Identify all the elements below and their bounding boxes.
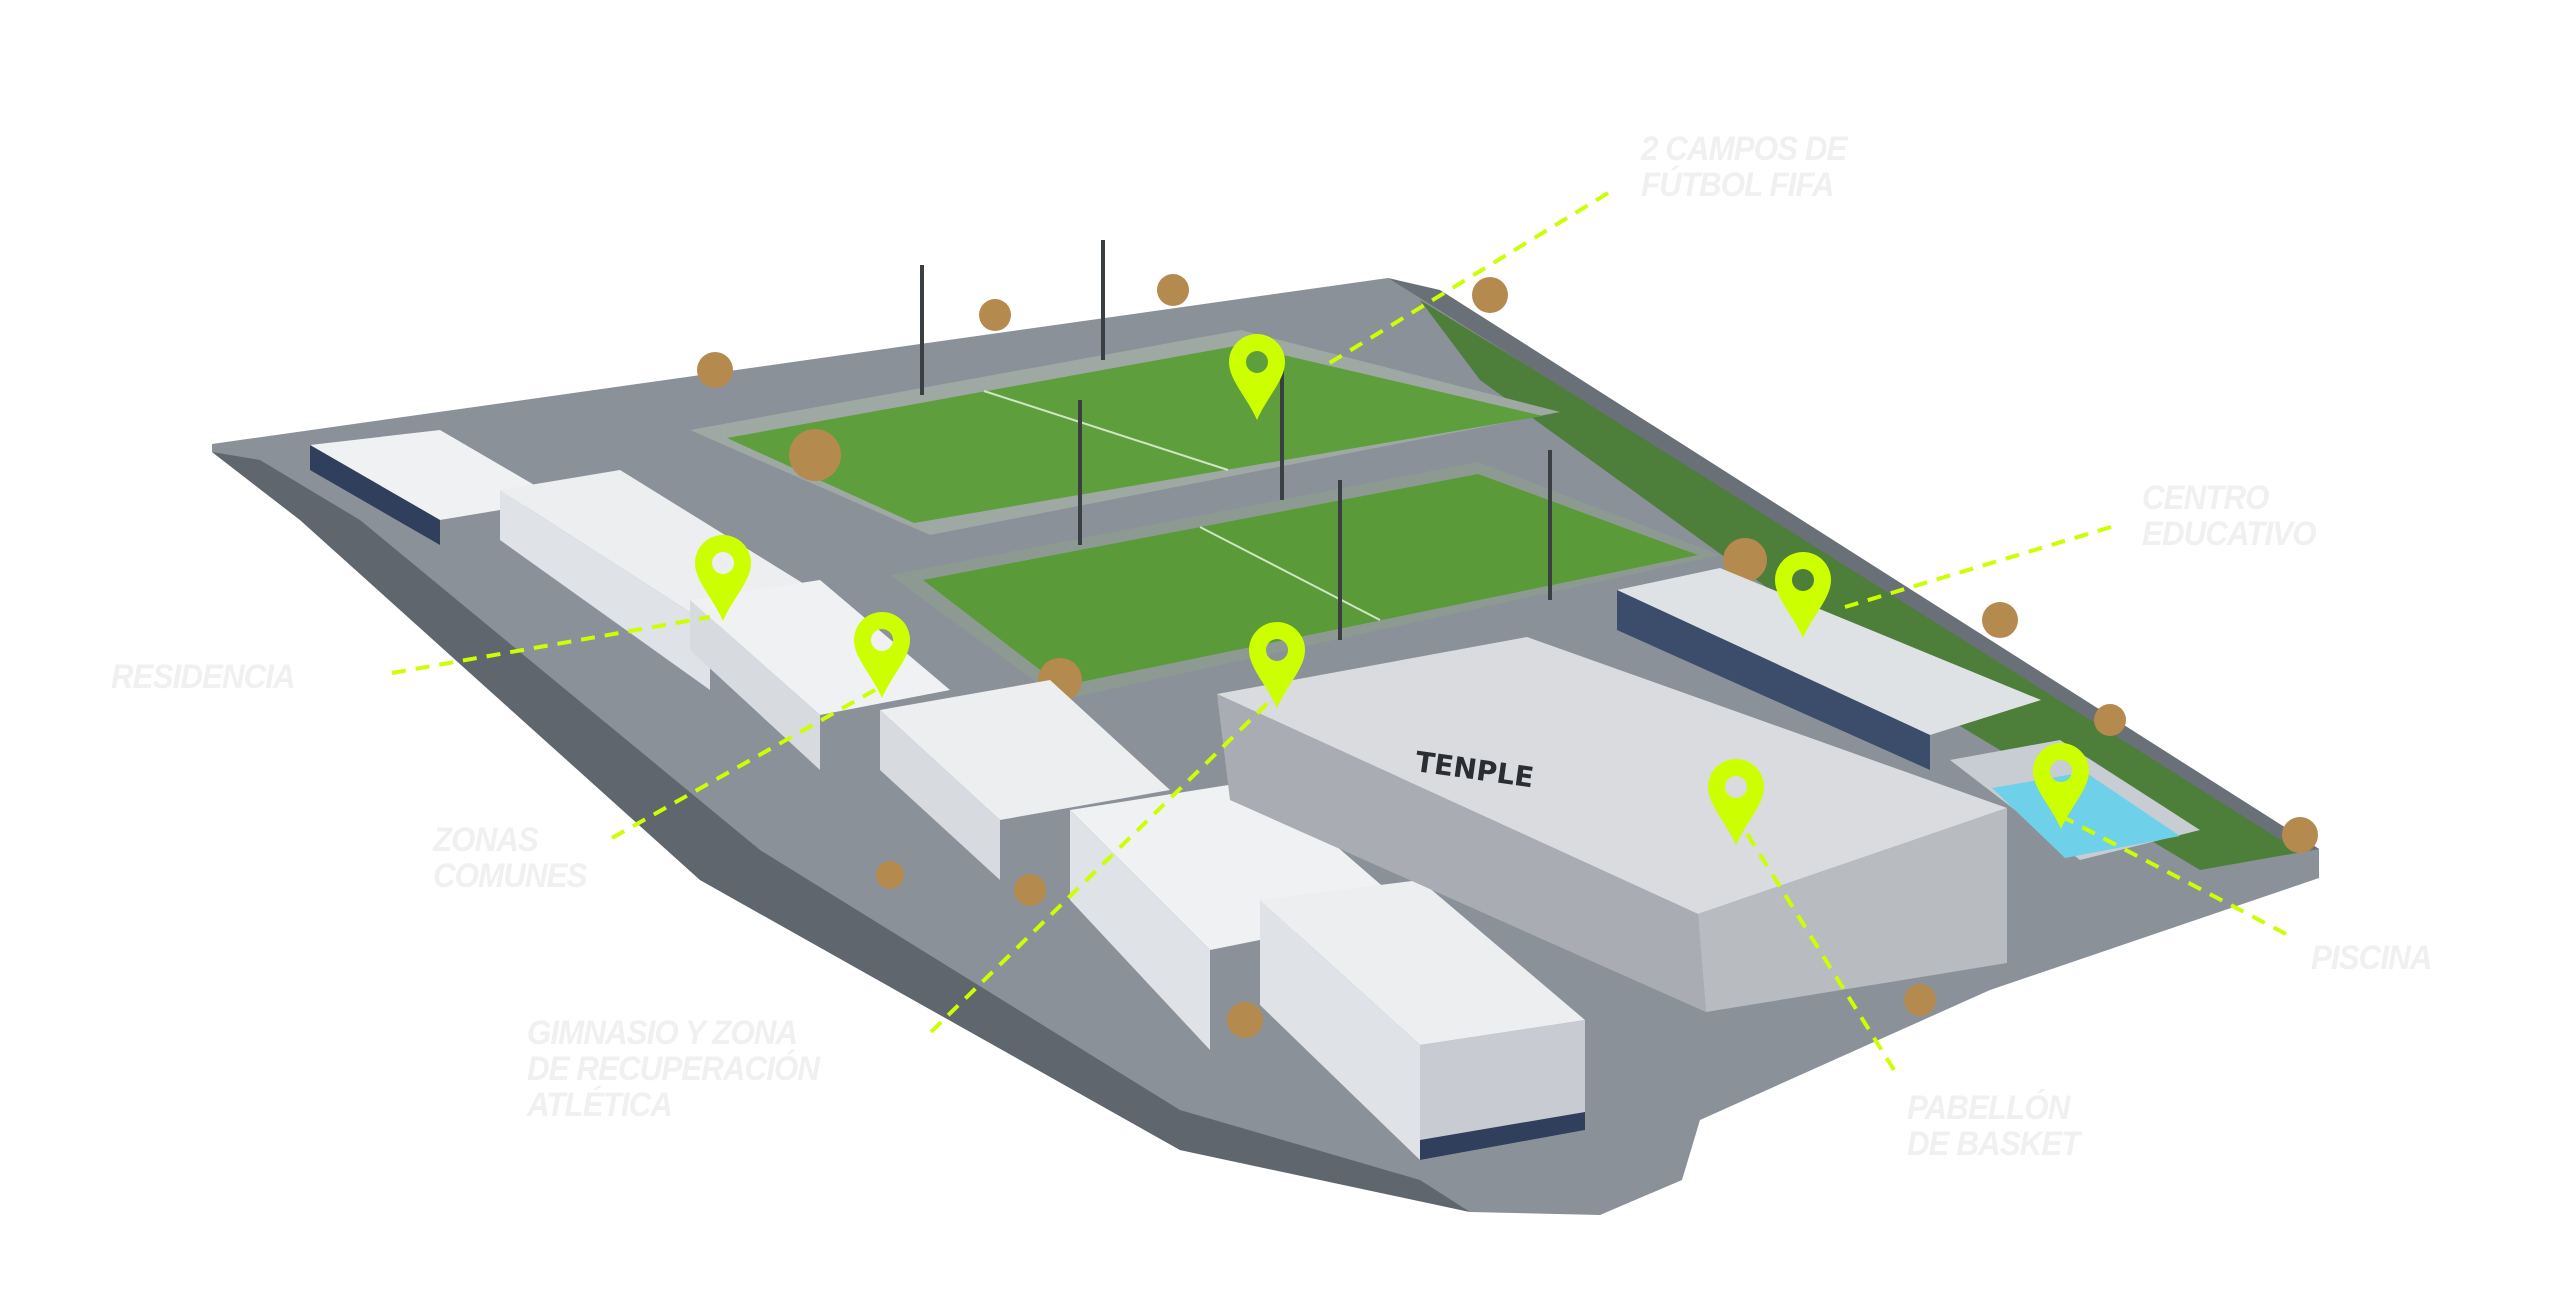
leader-line-gimnasio (929, 692, 1279, 1034)
map-pin-icon-pabellon (1708, 759, 1764, 845)
residence-buildings (310, 430, 1585, 1160)
basketball-pavilion-roof (1217, 637, 2007, 914)
football-field-upper-grass (727, 345, 1543, 523)
basketball-pavilion-front (1698, 808, 2007, 1012)
location-pins (695, 334, 2089, 845)
map-pin-icon-zonas (853, 611, 910, 698)
label-piscina: PISCINA (2311, 939, 2432, 977)
leader-line-piscina (2060, 814, 2287, 936)
map-pin-icon-piscina (2033, 743, 2089, 829)
swimming-pool (1992, 772, 2180, 858)
leader-line-zonas (611, 684, 883, 840)
leader-lines (391, 191, 2287, 1072)
leader-line-pabellon (1734, 814, 1896, 1072)
leader-line-residencia (391, 615, 711, 675)
map-pin-icon-futbol (1229, 334, 1285, 420)
centro-educativo-building (1617, 568, 2041, 735)
right-wall (1388, 278, 2319, 852)
label-residencia: RESIDENCIA (111, 658, 296, 696)
light-poles (920, 240, 1552, 640)
green-slope (1420, 300, 2319, 870)
map-pin-icon-gimnasio (1249, 622, 1305, 708)
leader-line-futbol (1321, 191, 1610, 369)
map-pin-icon-centro (1775, 552, 1831, 638)
street (212, 452, 1470, 1212)
basketball-pavilion-left (1217, 694, 1706, 1012)
football-field-lower-grass (923, 474, 1698, 686)
trees (697, 274, 2318, 1038)
map-pin-icon-residencia (695, 535, 751, 621)
